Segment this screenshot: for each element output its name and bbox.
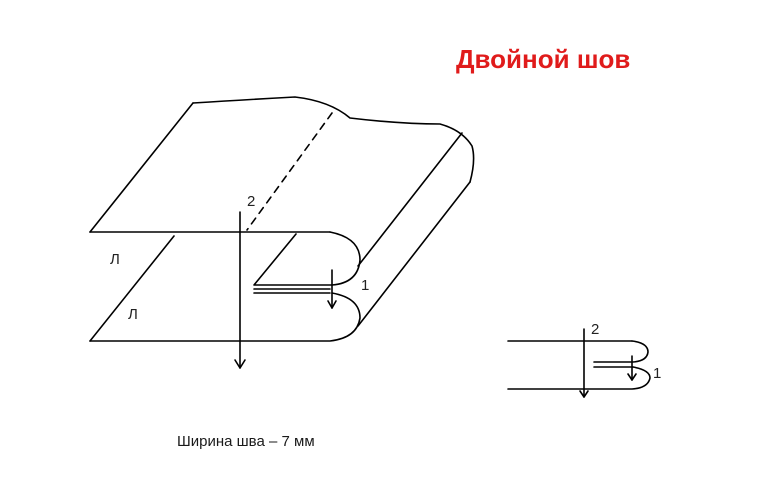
bottom-sheet-right-edge [357,181,471,327]
small-stitch-2-head [579,390,589,398]
seam-width-caption: Ширина шва – 7 мм [177,433,315,450]
stitch-1-arrow-head [327,300,337,309]
label-small-stitch-2: 2 [591,321,599,338]
top-sheet-outline [192,96,475,183]
small-lower-fold [507,366,651,390]
label-layer-top: Л [110,251,120,268]
bottom-sheet-left-edge [89,235,175,342]
label-stitch-2: 2 [247,193,255,210]
label-layer-bottom: Л [128,306,138,323]
small-stitch-1-head [627,373,637,381]
label-stitch-1: 1 [361,277,369,294]
stitch-2-arrow-head [234,359,246,369]
top-sheet-right-edge [357,132,463,267]
lower-fold [89,292,361,342]
small-upper-fold [593,340,649,363]
stitch-line-dashed [246,112,333,231]
diagram-title: Двойной шов [456,44,631,74]
label-small-stitch-1: 1 [653,365,661,382]
upper-fold [253,231,361,286]
top-sheet-left-edge [89,102,194,233]
